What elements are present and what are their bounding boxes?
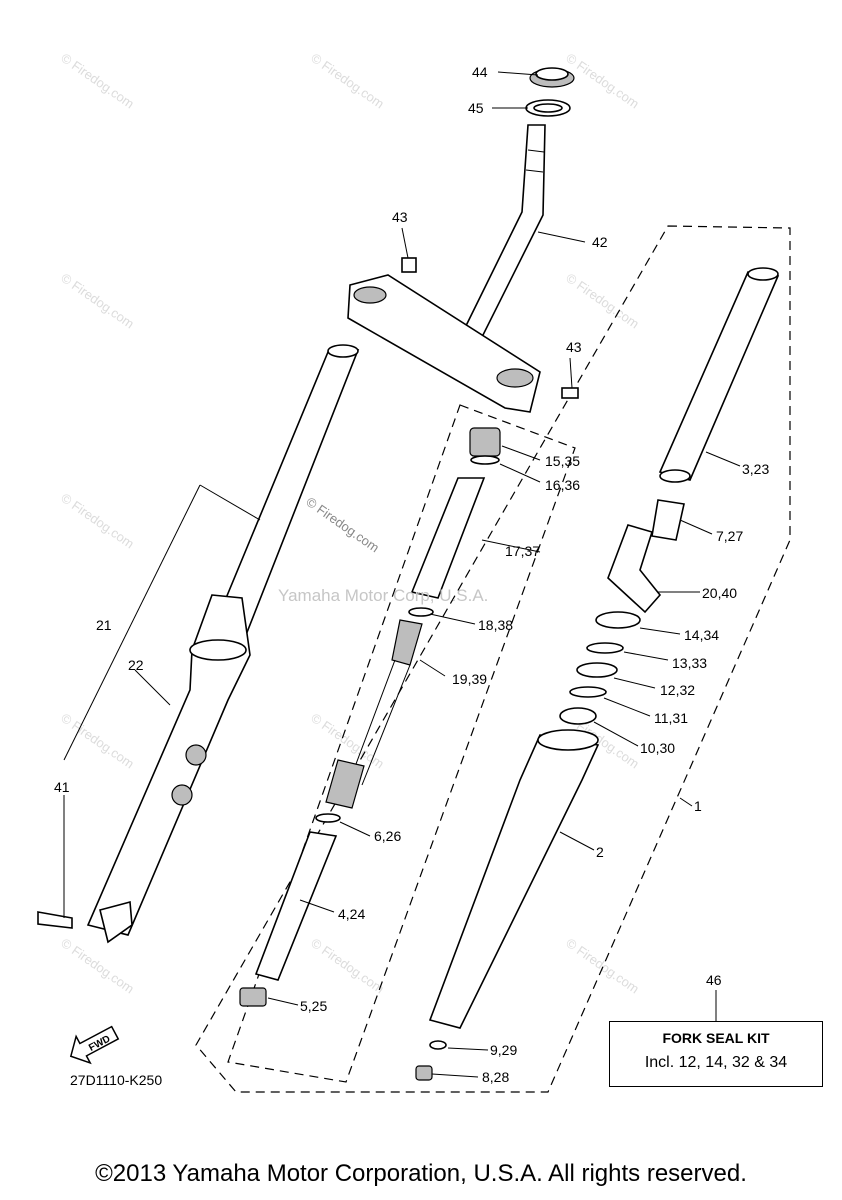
callout-1: 1 [694, 798, 702, 814]
clip-13 [586, 642, 624, 654]
svg-text:© Firedog.com: © Firedog.com [563, 50, 642, 111]
callout-19-39: 19,39 [452, 671, 487, 687]
fwd-arrow-icon: FWD [69, 1025, 120, 1065]
outer-tube-2 [428, 734, 600, 1029]
callout-43b: 43 [566, 339, 582, 355]
inner-components [239, 427, 501, 1007]
slide-metal-10 [559, 707, 597, 725]
callout-11-31: 11,31 [654, 710, 688, 726]
callout-21: 21 [96, 617, 112, 633]
callout-8-28: 8,28 [482, 1069, 509, 1085]
callout-41: 41 [54, 779, 70, 795]
oil-seal-12 [576, 662, 618, 678]
callout-17-37: 17,37 [505, 543, 540, 559]
washer-11 [569, 686, 607, 698]
steering-stem-42 [458, 124, 546, 347]
cap-bolt-15 [469, 427, 501, 457]
callout-18-38: 18,38 [478, 617, 513, 633]
callout-labels: 44 45 43 42 43 15,35 16,36 3,23 17,37 7,… [54, 64, 769, 1085]
svg-text:© Firedog.com: © Firedog.com [58, 710, 137, 771]
svg-text:© Firedog.com: © Firedog.com [58, 490, 137, 551]
slide-metal-7 [651, 499, 685, 541]
callout-13-33: 13,33 [672, 655, 707, 671]
seal-45 [525, 99, 571, 117]
svg-text:© Firedog.com: © Firedog.com [58, 50, 137, 111]
washer-9 [429, 1040, 447, 1050]
callout-15-35: 15,35 [545, 453, 580, 469]
callout-3-23: 3,23 [742, 461, 769, 477]
svg-text:© Firedog.com: © Firedog.com [308, 935, 387, 996]
callout-42: 42 [592, 234, 608, 250]
callout-14-34: 14,34 [684, 627, 719, 643]
inner-tube-3 [658, 271, 780, 481]
assembly-outline-outer [195, 225, 791, 1093]
spring-19-bottom [325, 759, 365, 809]
callout-6-26: 6,26 [374, 828, 401, 844]
callout-10-30: 10,30 [640, 740, 675, 756]
svg-text:FWD: FWD [87, 1034, 112, 1054]
diagram-code: 27D1110-K250 [70, 1072, 163, 1088]
callout-43a: 43 [392, 209, 408, 225]
callout-16-36: 16,36 [545, 477, 580, 493]
bolt-8 [415, 1065, 433, 1081]
spring-19-top [391, 619, 423, 666]
svg-text:© Firedog.com: © Firedog.com [563, 935, 642, 996]
dust-seal-14 [595, 611, 641, 629]
washer-6 [315, 813, 341, 823]
damper-rod-4 [254, 831, 338, 981]
bearing-44 [529, 67, 575, 88]
copyright-notice: ©2013 Yamaha Motor Corporation, U.S.A. A… [95, 1160, 747, 1187]
callout-4-24: 4,24 [338, 906, 365, 922]
kit-title: FORK SEAL KIT [662, 1030, 770, 1046]
callout-7-27: 7,27 [716, 528, 743, 544]
fork-seal-kit-box: FORK SEAL KIT Incl. 12, 14, 32 & 34 [609, 1021, 823, 1087]
kit-number: 46 [706, 972, 722, 988]
callout-20-40: 20,40 [702, 585, 737, 601]
svg-text:© Firedog.com: © Firedog.com [308, 50, 387, 111]
svg-text:© Firedog.com: © Firedog.com [58, 270, 137, 331]
callout-45: 45 [468, 100, 484, 116]
callout-12-32: 12,32 [660, 682, 695, 698]
center-watermark: Yamaha Motor Corp, U.S.A. [278, 586, 489, 605]
kit-description: Incl. 12, 14, 32 & 34 [644, 1054, 788, 1071]
left-fork-assembly [37, 344, 360, 944]
svg-text:© Firedog.com: © Firedog.com [58, 935, 137, 996]
leader-lines [63, 71, 741, 1078]
spacer-17 [410, 477, 486, 599]
svg-text:© Firedog.com: © Firedog.com [563, 270, 642, 331]
washer-18 [408, 607, 434, 617]
callout-5-25: 5,25 [300, 998, 327, 1014]
callout-2: 2 [596, 844, 604, 860]
o-ring-16 [470, 455, 500, 465]
callout-22: 22 [128, 657, 144, 673]
under-bracket [347, 257, 579, 413]
right-components [415, 267, 780, 1081]
spring-5 [239, 987, 267, 1007]
callout-9-29: 9,29 [490, 1042, 517, 1058]
cover-20 [607, 524, 662, 614]
callout-44: 44 [472, 64, 488, 80]
